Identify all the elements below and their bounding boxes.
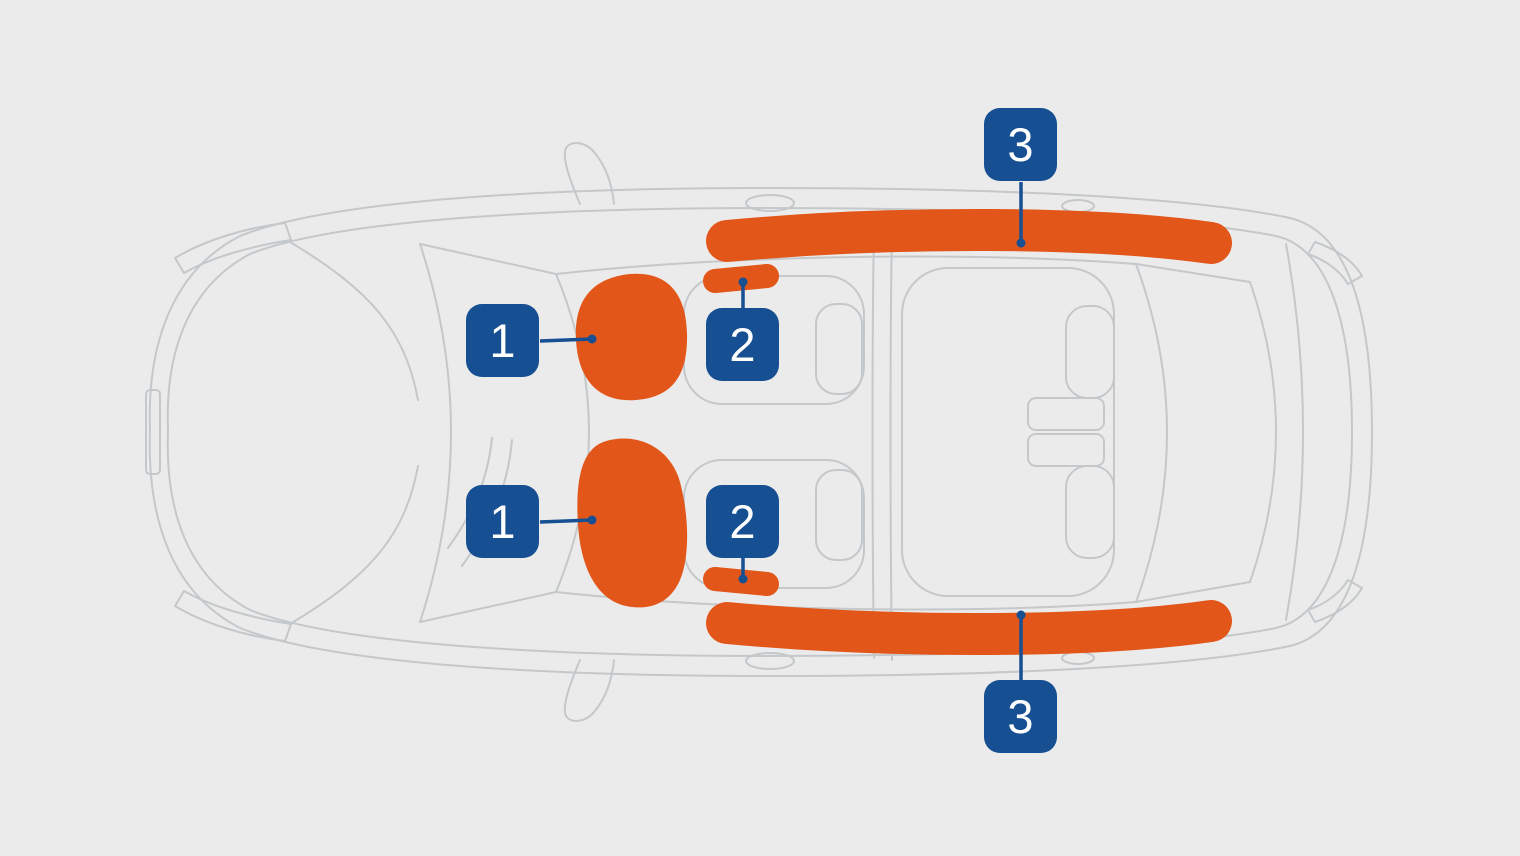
- headlight-left: [174, 222, 292, 274]
- callout-dot-2-upper: [738, 277, 748, 287]
- windshield: [419, 243, 452, 623]
- callout-badge-front-airbag-upper[interactable]: 1: [466, 304, 539, 377]
- rear-armrest-lower: [1027, 433, 1105, 467]
- front-airbag-highlight-lower: [577, 438, 688, 608]
- rear-headrest-right: [1065, 465, 1115, 559]
- callout-badge-side-airbag-upper[interactable]: 2: [706, 308, 779, 381]
- front-headrest-right: [815, 469, 863, 561]
- callout-badge-curtain-airbag-top[interactable]: 3: [984, 108, 1057, 181]
- callout-line-1-upper: [539, 337, 593, 343]
- callout-dot-1-upper: [587, 334, 597, 344]
- curtain-airbag-highlight-bottom: [706, 600, 1232, 656]
- callout-line-1-lower: [539, 518, 593, 524]
- rear-window: [1135, 263, 1168, 603]
- front-airbag-highlight-upper: [575, 273, 688, 401]
- callout-badge-side-airbag-lower[interactable]: 2: [706, 485, 779, 558]
- front-headrest-left: [815, 303, 863, 395]
- callout-dot-3-bottom: [1016, 610, 1026, 620]
- callout-badge-front-airbag-lower[interactable]: 1: [466, 485, 539, 558]
- rear-bench: [901, 267, 1115, 597]
- taillight-left: [1307, 241, 1363, 285]
- callout-badge-curtain-airbag-bottom[interactable]: 3: [984, 680, 1057, 753]
- callout-dot-1-lower: [587, 515, 597, 525]
- taillight-right: [1307, 579, 1363, 623]
- front-plate: [145, 389, 161, 475]
- callout-connectors: [539, 182, 1026, 680]
- car-inner-body: [166, 207, 1353, 657]
- curtain-airbag-highlight-top: [706, 208, 1232, 264]
- rear-armrest-upper: [1027, 397, 1105, 431]
- car-outer-body: [148, 187, 1373, 677]
- callout-dot-3-top: [1016, 238, 1026, 248]
- side-mirror-left: [563, 142, 615, 205]
- side-mirror-right: [563, 659, 615, 722]
- airbag-highlights: [575, 208, 1232, 656]
- callout-dot-2-lower: [738, 574, 748, 584]
- rear-headrest-left: [1065, 305, 1115, 399]
